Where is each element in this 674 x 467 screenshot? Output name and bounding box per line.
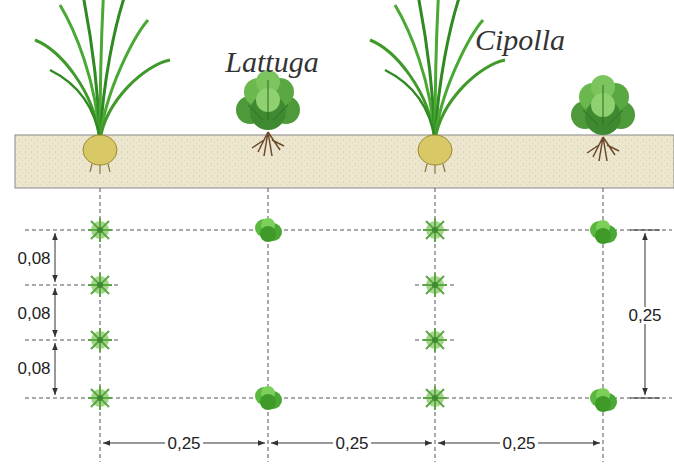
dimension-value: 0,25 [500, 435, 537, 452]
dimension-value: 0,25 [333, 435, 370, 452]
onion-row [88, 218, 447, 410]
onion-plant [35, 0, 170, 174]
lettuce-row [255, 218, 617, 412]
grid-lines [25, 188, 672, 462]
lettuce-plant [236, 70, 300, 156]
plant-name: Lattuga [225, 47, 318, 77]
dimension-value: 0,08 [15, 250, 52, 267]
plant-name: Cipolla [475, 25, 565, 55]
dimension-value: 0,08 [15, 360, 52, 377]
dimension-value: 0,25 [626, 307, 663, 324]
dimension-lines [55, 230, 660, 443]
dimension-value: 0,08 [15, 305, 52, 322]
lettuce-plant [571, 75, 635, 161]
dimension-value: 0,25 [165, 435, 202, 452]
